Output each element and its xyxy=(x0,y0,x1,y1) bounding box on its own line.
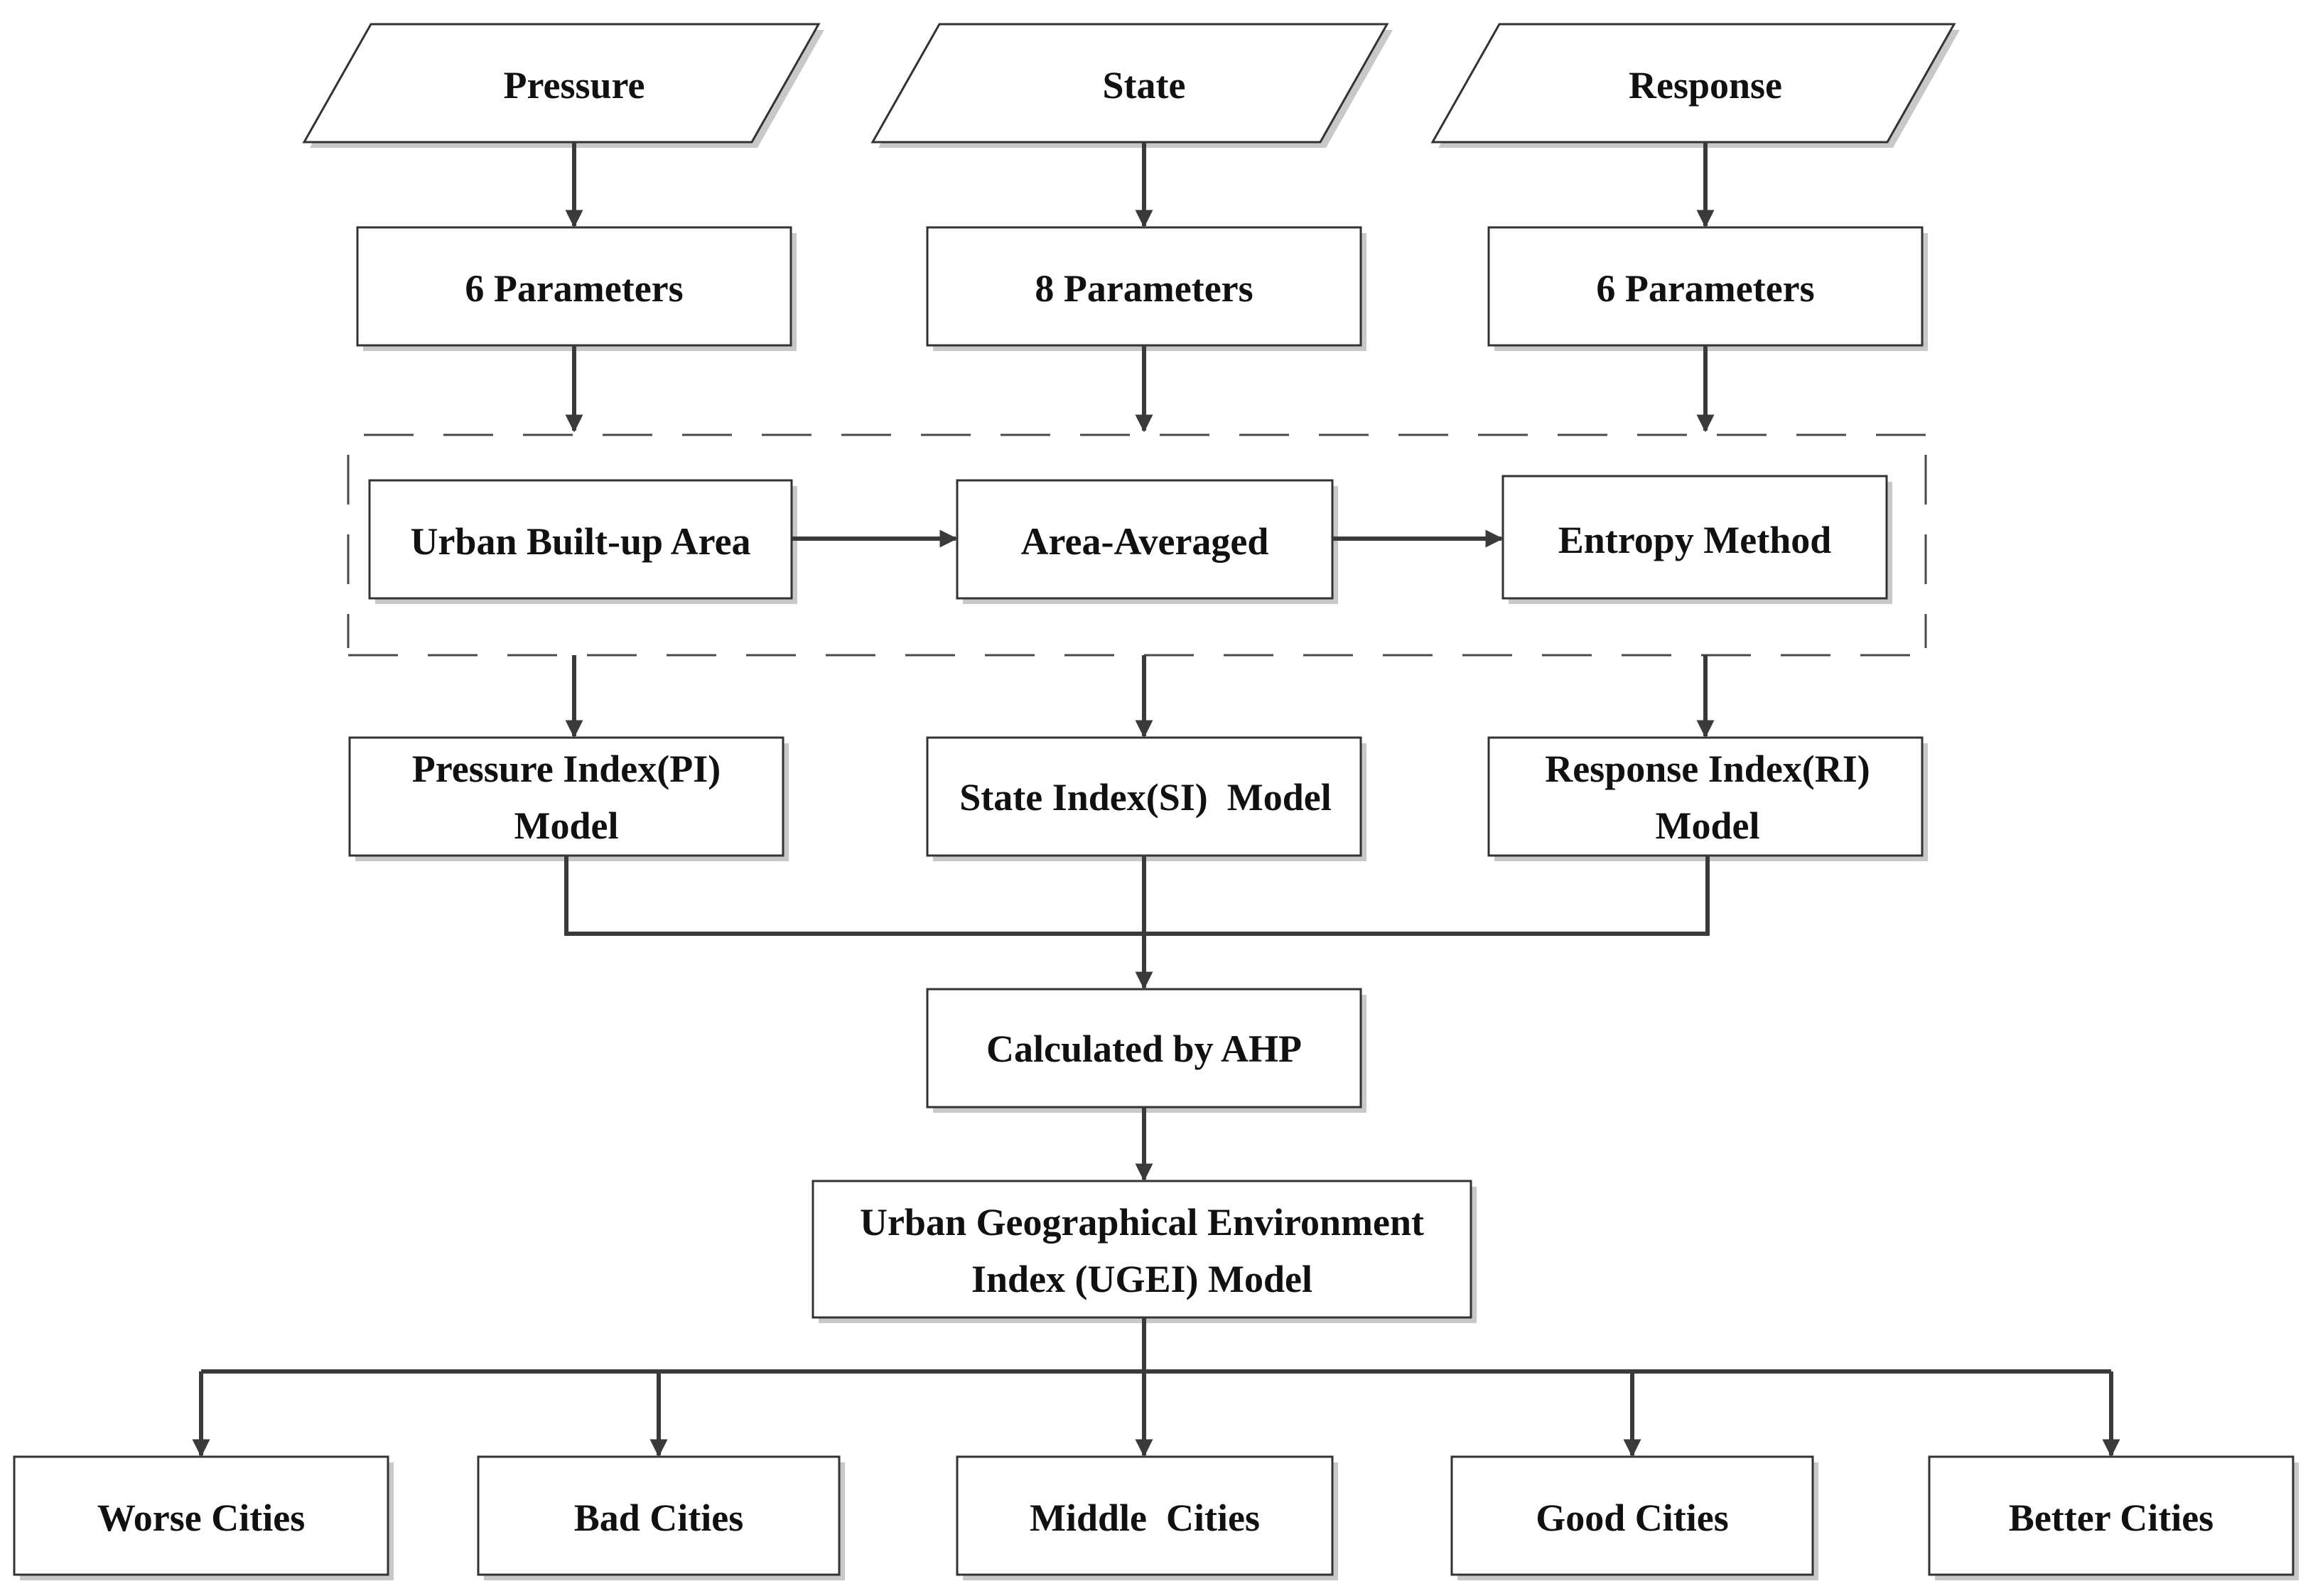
response-model-line2: Model xyxy=(1656,804,1760,847)
connectors xyxy=(192,142,2120,1457)
ahp-calculation-box: Calculated by AHP xyxy=(926,988,1366,1113)
ahp-label: Calculated by AHP xyxy=(986,1028,1302,1070)
input-response-label: Response xyxy=(1629,64,1782,107)
class-good-cities-box: Good Cities xyxy=(1450,1455,1818,1580)
state-model-label: State Index(SI) Model xyxy=(959,776,1332,819)
response-index-model-box: Response Index(RI) Model xyxy=(1487,736,1928,861)
process-step1-label: Urban Built-up Area xyxy=(410,520,750,563)
class-better-cities-box: Better Cities xyxy=(1928,1455,2299,1580)
ugei-line2: Index (UGEI) Model xyxy=(971,1258,1312,1300)
class-bad-label: Bad Cities xyxy=(574,1497,744,1539)
class-middle-cities-box: Middle Cities xyxy=(956,1455,1338,1580)
parameters-response-label: 6 Parameters xyxy=(1596,267,1814,310)
ugei-model-box: Urban Geographical Environment Index (UG… xyxy=(811,1180,1477,1323)
response-model-line1: Response Index(RI) xyxy=(1545,748,1870,790)
parameters-state-label: 8 Parameters xyxy=(1035,267,1253,310)
parameters-response-box: 6 Parameters xyxy=(1487,226,1928,351)
input-state-node: State xyxy=(870,23,1393,148)
ugei-line1: Urban Geographical Environment xyxy=(860,1201,1424,1244)
class-worse-label: Worse Cities xyxy=(97,1497,305,1539)
input-pressure-label: Pressure xyxy=(504,64,645,107)
class-better-label: Better Cities xyxy=(2009,1497,2213,1539)
input-pressure-node: Pressure xyxy=(302,23,824,148)
class-good-label: Good Cities xyxy=(1536,1497,1729,1539)
pressure-model-line2: Model xyxy=(514,804,619,847)
pressure-index-model-box: Pressure Index(PI) Model xyxy=(348,736,789,861)
input-state-label: State xyxy=(1103,64,1186,107)
process-urban-built-up-area-box: Urban Built-up Area xyxy=(368,479,797,604)
merge-models-line xyxy=(564,856,1710,936)
process-step3-label: Entropy Method xyxy=(1558,519,1832,561)
parameters-state-box: 8 Parameters xyxy=(926,226,1366,351)
input-response-node: Response xyxy=(1430,23,1960,148)
class-bad-cities-box: Bad Cities xyxy=(477,1455,845,1580)
class-worse-cities-box: Worse Cities xyxy=(13,1455,394,1580)
process-step2-label: Area-Averaged xyxy=(1021,520,1269,563)
class-middle-label: Middle Cities xyxy=(1030,1497,1260,1539)
parameters-pressure-box: 6 Parameters xyxy=(356,226,797,351)
process-area-averaged-box: Area-Averaged xyxy=(956,479,1338,604)
parameters-pressure-label: 6 Parameters xyxy=(465,267,683,310)
process-entropy-method-box: Entropy Method xyxy=(1501,475,1892,604)
pressure-model-line1: Pressure Index(PI) xyxy=(412,748,721,790)
state-index-model-box: State Index(SI) Model xyxy=(926,736,1366,861)
process-group-border xyxy=(347,433,1927,657)
